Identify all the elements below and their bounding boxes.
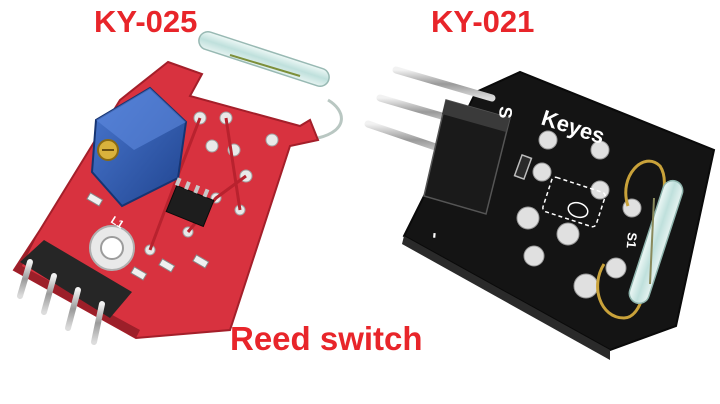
silk-s1: S1 [624,232,640,249]
ky-025-title: KY-025 [94,4,198,39]
pin-header [20,240,132,318]
silk-s: S [495,106,516,120]
ky-025-reed-switch [172,31,343,140]
ky-021-title: KY-021 [431,4,535,39]
ky-025-module: D0 + - A0 L1 [12,31,343,345]
ky-025-pins [17,259,105,345]
comparator-chip [165,177,215,228]
silk-l1: L1 [108,214,125,231]
ky-021-module: Keyes S - S1 [364,66,716,360]
smd-resistor [513,153,533,181]
silk-minus: - [425,232,445,240]
ky-021-reed-switch [596,159,684,320]
reed-switch-caption: Reed switch [230,320,423,357]
